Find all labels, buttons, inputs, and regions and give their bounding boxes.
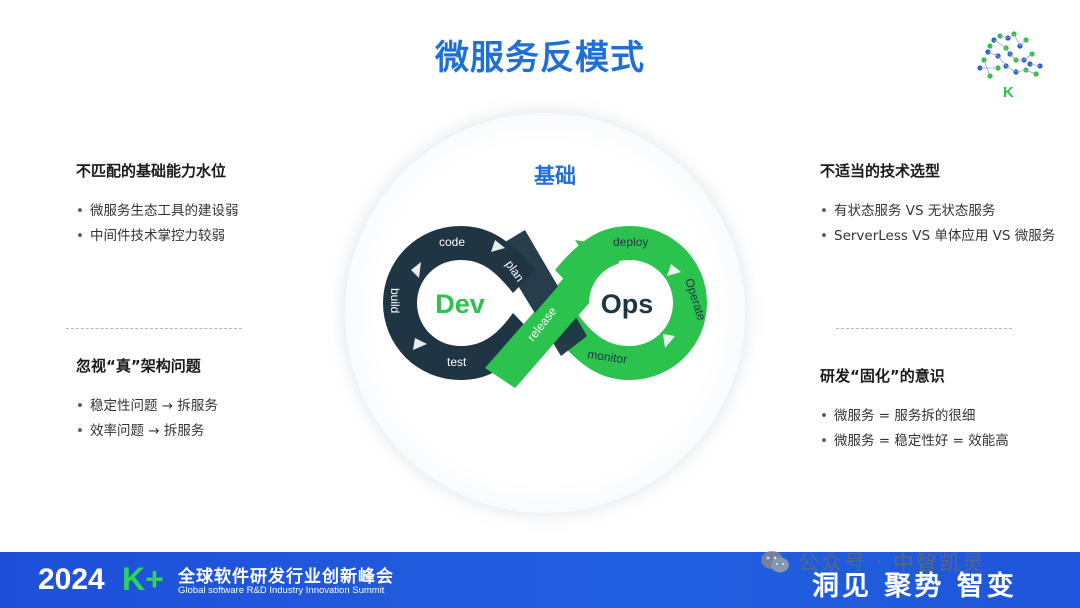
list-item: 微服务生态工具的建设弱 bbox=[76, 199, 336, 224]
stage-monitor: monitor bbox=[587, 347, 629, 366]
ops-label: Ops bbox=[601, 289, 654, 319]
stage-build: build bbox=[388, 288, 402, 313]
devops-infinity-diagram: Dev Ops code build test plan release dep… bbox=[383, 226, 709, 388]
brand-logo-icon bbox=[977, 31, 1043, 79]
section-ignore-real-architecture: 忽视“真”架构问题 稳定性问题 → 拆服务 效率问题 → 拆服务 bbox=[76, 355, 336, 444]
bullet-list: 微服务 = 服务拆的很细 微服务 = 稳定性好 = 效能高 bbox=[820, 404, 1070, 454]
ops-hole bbox=[589, 262, 671, 344]
release-band-top bbox=[487, 262, 607, 386]
list-item: 中间件技术掌控力较弱 bbox=[76, 224, 336, 249]
wechat-icon bbox=[761, 551, 789, 573]
list-item: ServerLess VS 单体应用 VS 微服务 bbox=[820, 224, 1070, 249]
section-title: 研发“固化”的意识 bbox=[820, 367, 945, 385]
bullet-list: 微服务生态工具的建设弱 中间件技术掌控力较弱 bbox=[76, 199, 336, 249]
bullet-list: 稳定性问题 → 拆服务 效率问题 → 拆服务 bbox=[76, 394, 336, 444]
footer-slogan: 洞见 聚势 智变 bbox=[812, 571, 1017, 602]
section-title: 不适当的技术选型 bbox=[820, 162, 941, 180]
bullet-list: 有状态服务 VS 无状态服务 ServerLess VS 单体应用 VS 微服务 bbox=[820, 199, 1070, 249]
dev-label: Dev bbox=[435, 289, 485, 319]
dev-hole bbox=[419, 262, 501, 344]
footer-summit-name: 全球软件研发行业创新峰会 bbox=[178, 567, 394, 587]
logo-letter: K bbox=[1003, 84, 1014, 101]
footer-banner: 2024 K+ 全球软件研发行业创新峰会 Global software R&D… bbox=[0, 552, 1080, 608]
list-item: 有状态服务 VS 无状态服务 bbox=[820, 199, 1070, 224]
section-foundation-mismatch: 不匹配的基础能力水位 微服务生态工具的建设弱 中间件技术掌控力较弱 bbox=[76, 160, 336, 249]
footer-summit-english: Global software R&D Industry Innovation … bbox=[178, 585, 385, 596]
list-item: 效率问题 → 拆服务 bbox=[76, 419, 336, 444]
stage-deploy: deploy bbox=[613, 235, 648, 249]
divider bbox=[836, 328, 1012, 329]
list-item: 微服务 = 服务拆的很细 bbox=[820, 404, 1070, 429]
stage-code: code bbox=[439, 235, 465, 249]
watermark: 公众号 · 中智凯灵 bbox=[760, 546, 985, 578]
page-title: 微服务反模式 bbox=[435, 38, 645, 78]
section-title: 不匹配的基础能力水位 bbox=[76, 162, 227, 180]
footer-year: 2024 bbox=[38, 563, 105, 596]
center-label: 基础 bbox=[534, 164, 576, 188]
list-item: 稳定性问题 → 拆服务 bbox=[76, 394, 336, 419]
list-item: 微服务 = 稳定性好 = 效能高 bbox=[820, 429, 1070, 454]
section-rigid-mindset: 研发“固化”的意识 微服务 = 服务拆的很细 微服务 = 稳定性好 = 效能高 bbox=[820, 365, 1070, 454]
release-arrow bbox=[575, 240, 625, 290]
watermark-text: 公众号 · 中智凯灵 bbox=[798, 551, 986, 575]
stage-test: test bbox=[447, 355, 467, 369]
footer-kplus-logo: K+ bbox=[122, 561, 164, 597]
section-tech-selection: 不适当的技术选型 有状态服务 VS 无状态服务 ServerLess VS 单体… bbox=[820, 160, 1070, 249]
section-title: 忽视“真”架构问题 bbox=[76, 357, 201, 375]
divider bbox=[66, 328, 242, 329]
